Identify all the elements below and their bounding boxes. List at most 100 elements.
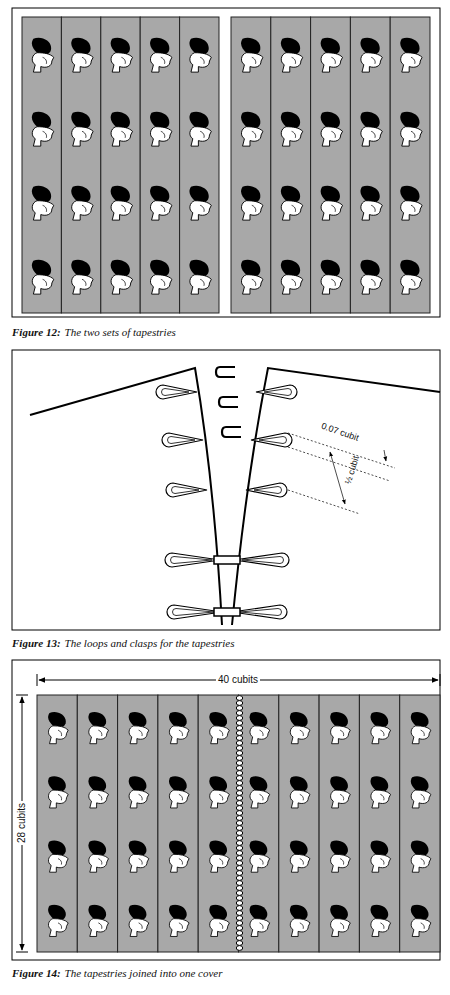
clasp-seam	[236, 756, 242, 761]
cherub-figure	[209, 841, 229, 873]
cherub-figure	[411, 905, 431, 937]
cherub-figure	[71, 38, 93, 72]
clasp-seam	[236, 746, 242, 751]
clasp	[219, 397, 238, 407]
cherub-figure	[321, 260, 343, 294]
tapestry-strip	[198, 695, 238, 952]
clasp-seam	[236, 931, 242, 936]
tapestry-strip	[231, 17, 271, 313]
loop	[162, 433, 203, 447]
cherub-figure	[88, 905, 108, 937]
cherub-figure	[321, 186, 343, 220]
clasp-seam	[236, 721, 242, 726]
dimension-tick	[440, 674, 441, 686]
joined-cover	[16, 674, 440, 952]
loop-inner	[259, 437, 287, 444]
clasp-seam	[236, 881, 242, 886]
loop	[156, 385, 197, 399]
clasp-seam	[236, 696, 242, 701]
clasp-seam	[236, 731, 242, 736]
cherub-figure	[32, 112, 54, 146]
cherub-figure	[150, 38, 172, 72]
tapestry-edge	[232, 368, 440, 625]
figure-frame	[12, 350, 440, 630]
cherub-figure	[411, 712, 431, 744]
cherub-figure	[321, 112, 343, 146]
cherub-figure	[88, 776, 108, 808]
clasp-seam	[236, 736, 242, 741]
cherub-figure	[111, 112, 133, 146]
clasp	[222, 427, 241, 437]
cherub-figure	[370, 776, 390, 808]
loop-inner	[240, 609, 282, 616]
cherub-figure	[411, 841, 431, 873]
clasp-seam	[236, 836, 242, 841]
clasp-seam	[236, 831, 242, 836]
clasp-seam	[236, 946, 242, 951]
clasp-seam	[236, 896, 242, 901]
cherub-figure	[360, 260, 382, 294]
cherub-figure	[169, 776, 189, 808]
cherub-figure	[71, 112, 93, 146]
loop	[246, 483, 287, 497]
cherub-figure	[32, 186, 54, 220]
cherub-figure	[71, 260, 93, 294]
cherub-figure	[189, 112, 211, 146]
clasp-seam	[236, 891, 242, 896]
cherub-figure	[129, 776, 149, 808]
cherub-figure	[321, 38, 343, 72]
dimension-line	[288, 447, 390, 481]
cherub-figure	[129, 841, 149, 873]
loop-inner	[172, 487, 199, 494]
cherub-figure	[400, 112, 422, 146]
tapestry-strip	[180, 17, 219, 313]
clasp-seam	[236, 791, 242, 796]
clasp-seam	[236, 901, 242, 906]
figure-caption: The loops and clasps for the tapestries	[65, 637, 235, 650]
clasp-seam	[236, 706, 242, 711]
cherub-figure	[129, 905, 149, 937]
loops-and-clasps	[30, 367, 440, 625]
cherub-figure	[241, 112, 263, 146]
tapestry-strip	[140, 17, 179, 313]
loop-inner	[168, 437, 196, 444]
tapestry-strip	[239, 695, 279, 952]
loop	[234, 553, 289, 567]
tapestry-edge	[30, 368, 222, 625]
dimension-tick	[16, 952, 28, 953]
cherub-figure	[169, 712, 189, 744]
cherub-figure	[360, 112, 382, 146]
cherub-figure	[250, 905, 270, 937]
clasp-seam	[236, 876, 242, 881]
clasp-seam	[236, 841, 242, 846]
cherub-figure	[241, 38, 263, 72]
figure-number: Figure 14:	[12, 967, 61, 980]
cherub-figure	[169, 841, 189, 873]
dimension-tick	[37, 674, 38, 686]
cherub-figure	[400, 38, 422, 72]
cherub-figure	[290, 841, 310, 873]
cherub-figure	[281, 112, 303, 146]
clasp-seam	[236, 866, 242, 871]
clasp-seam	[236, 726, 242, 731]
clasp-seam	[236, 851, 242, 856]
dimension-arrow	[330, 452, 345, 504]
tapestry-strip	[101, 17, 140, 313]
cherub-figure	[370, 841, 390, 873]
loop	[256, 385, 297, 399]
cherub-figure	[209, 905, 229, 937]
loop-inner	[242, 557, 284, 564]
clasp-seam	[236, 751, 242, 756]
tapestry-strip	[118, 695, 158, 952]
cherub-figure	[250, 841, 270, 873]
clasp-seam	[236, 816, 242, 821]
clasp-seam	[236, 781, 242, 786]
tapestry-strip	[279, 695, 319, 952]
cherub-figure	[111, 186, 133, 220]
clasp-seam	[236, 911, 242, 916]
clasp-seam	[236, 801, 242, 806]
figure-frame	[12, 8, 440, 317]
clasp-seam	[236, 846, 242, 851]
tapestry-strip	[311, 17, 351, 313]
clasp-seam	[236, 941, 242, 946]
